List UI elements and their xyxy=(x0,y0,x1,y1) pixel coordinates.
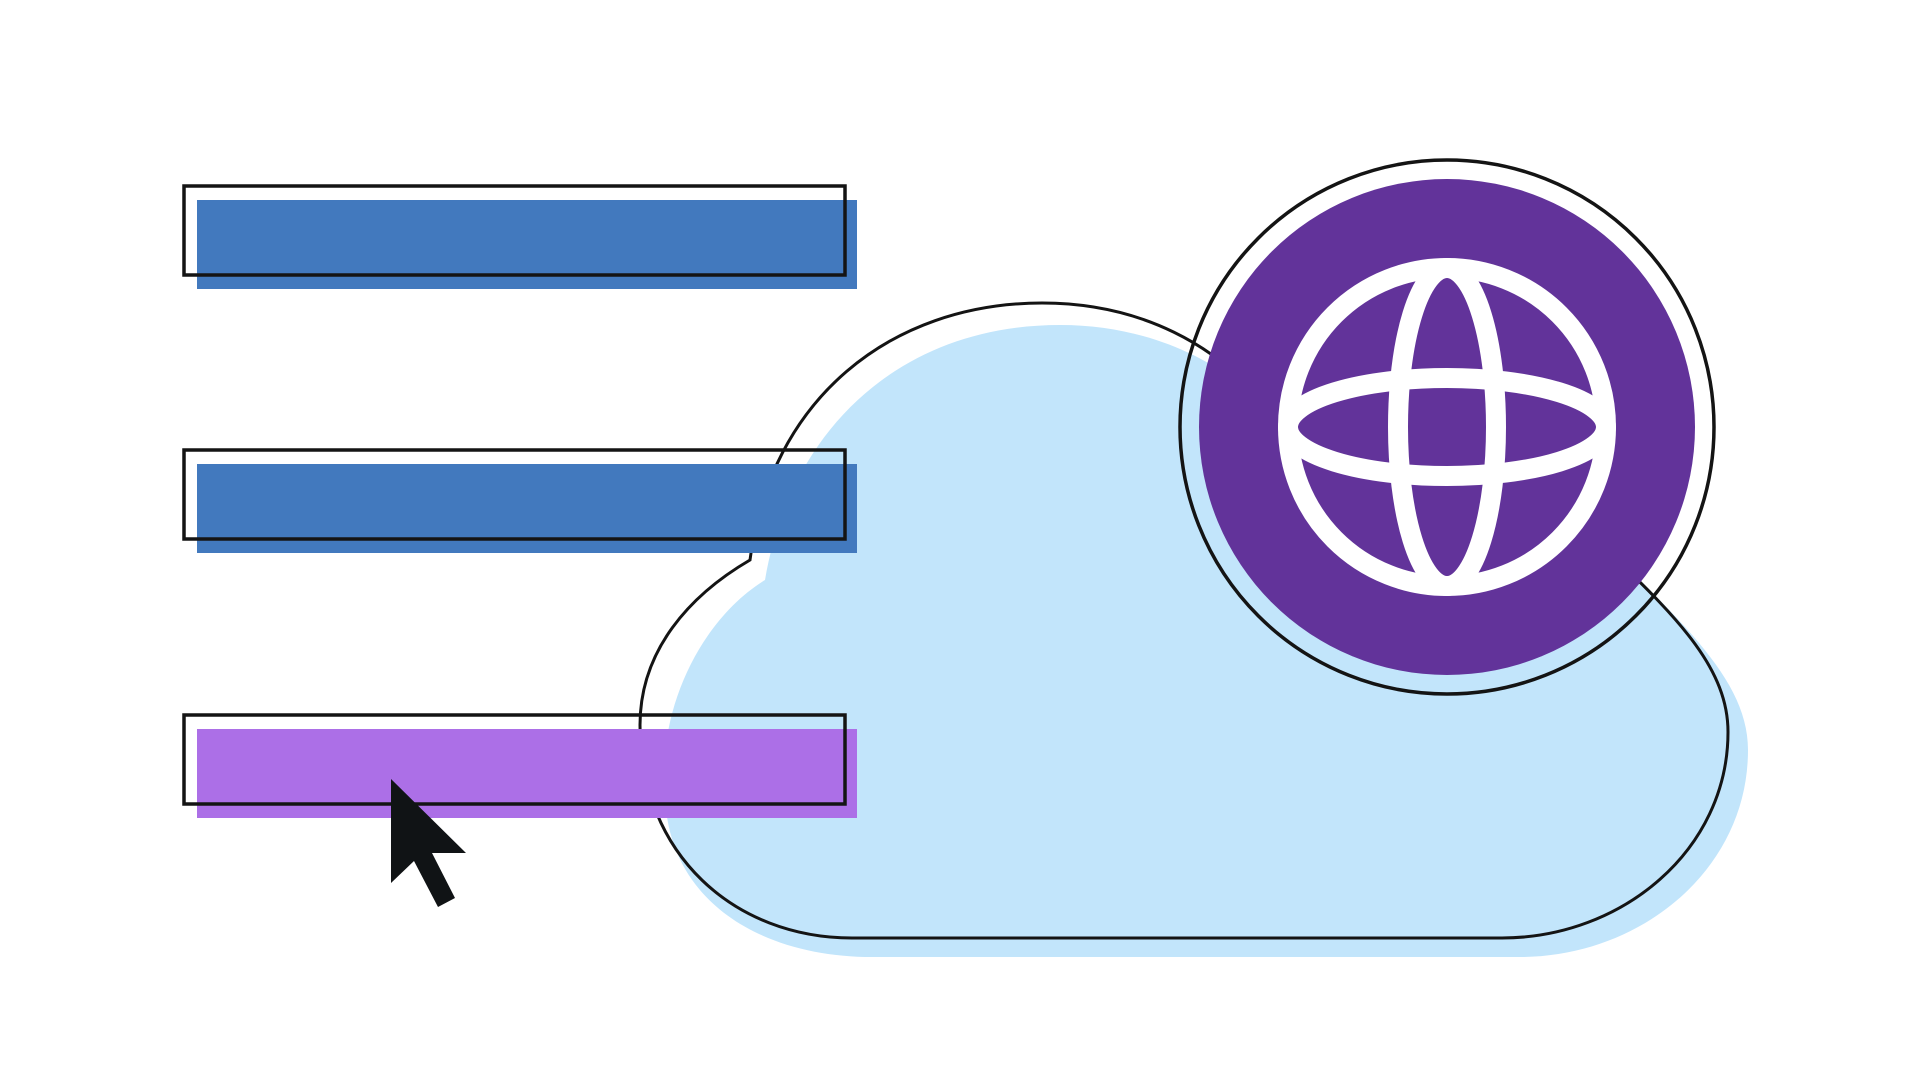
menu-bar-outline xyxy=(182,448,847,541)
globe-badge-fill xyxy=(1199,179,1695,675)
globe-badge xyxy=(1178,158,1716,696)
menu-bar-outline xyxy=(182,184,847,277)
mouse-pointer-icon xyxy=(391,779,466,907)
globe-meridian xyxy=(1388,258,1506,596)
globe-icon xyxy=(1278,258,1616,596)
globe-equator xyxy=(1278,368,1616,486)
menu-item-3[interactable] xyxy=(182,713,857,818)
menu-list[interactable] xyxy=(182,184,857,818)
menu-item-2[interactable] xyxy=(182,448,857,553)
cursor-arrow xyxy=(391,779,466,907)
menu-bar-outline xyxy=(182,713,847,806)
globe-badge-outline xyxy=(1178,158,1716,696)
menu-item-1[interactable] xyxy=(182,184,857,289)
